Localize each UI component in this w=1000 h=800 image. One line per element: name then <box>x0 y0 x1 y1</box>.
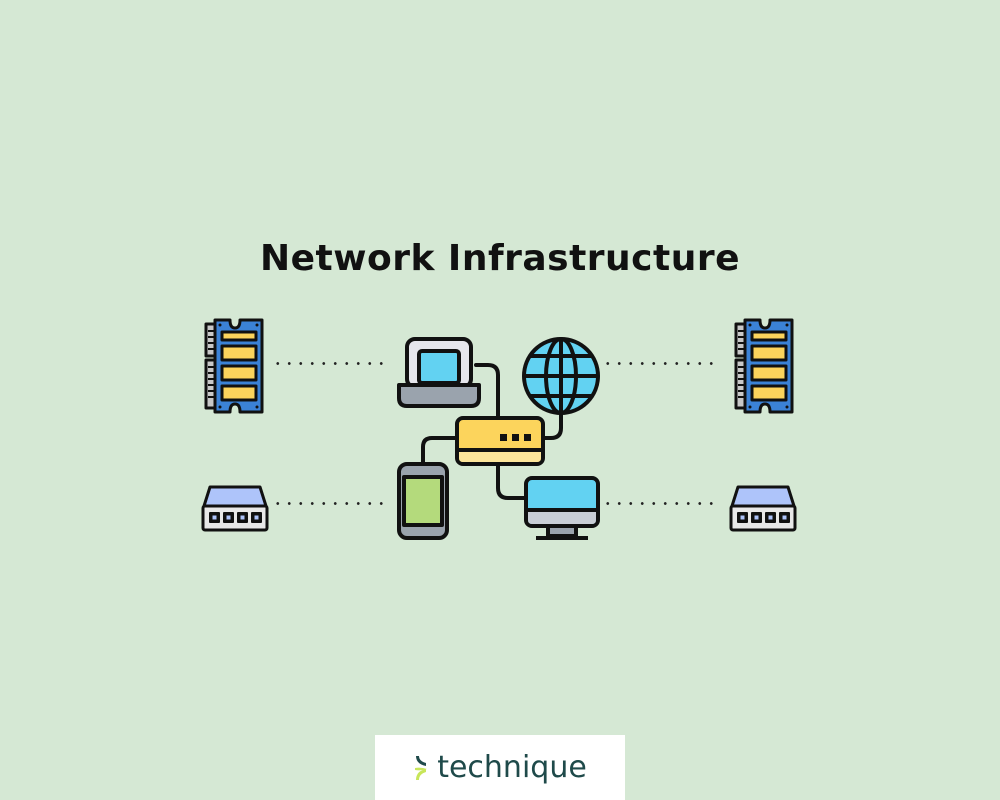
globe-icon <box>522 337 600 415</box>
ram-module-icon <box>204 318 264 414</box>
laptop-icon <box>397 337 481 408</box>
diagram-title: Network Infrastructure <box>259 238 741 279</box>
brand-name: technique <box>437 750 587 785</box>
technique-logo-icon <box>415 755 428 780</box>
dotted-connector-monitor-switch-right <box>602 502 720 505</box>
network-cluster <box>397 337 600 540</box>
smartphone-icon <box>397 462 449 540</box>
network-switch-icon <box>729 485 797 532</box>
cables <box>421 363 563 500</box>
dotted-connector-memory-left-laptop <box>272 362 390 365</box>
desktop-monitor-icon <box>524 476 600 540</box>
brand-footer: technique <box>375 735 625 800</box>
dotted-connector-switch-left-phone <box>272 502 390 505</box>
dotted-connector-globe-memory-right <box>602 362 720 365</box>
ram-module-icon <box>734 318 794 414</box>
network-switch-icon <box>201 485 269 532</box>
